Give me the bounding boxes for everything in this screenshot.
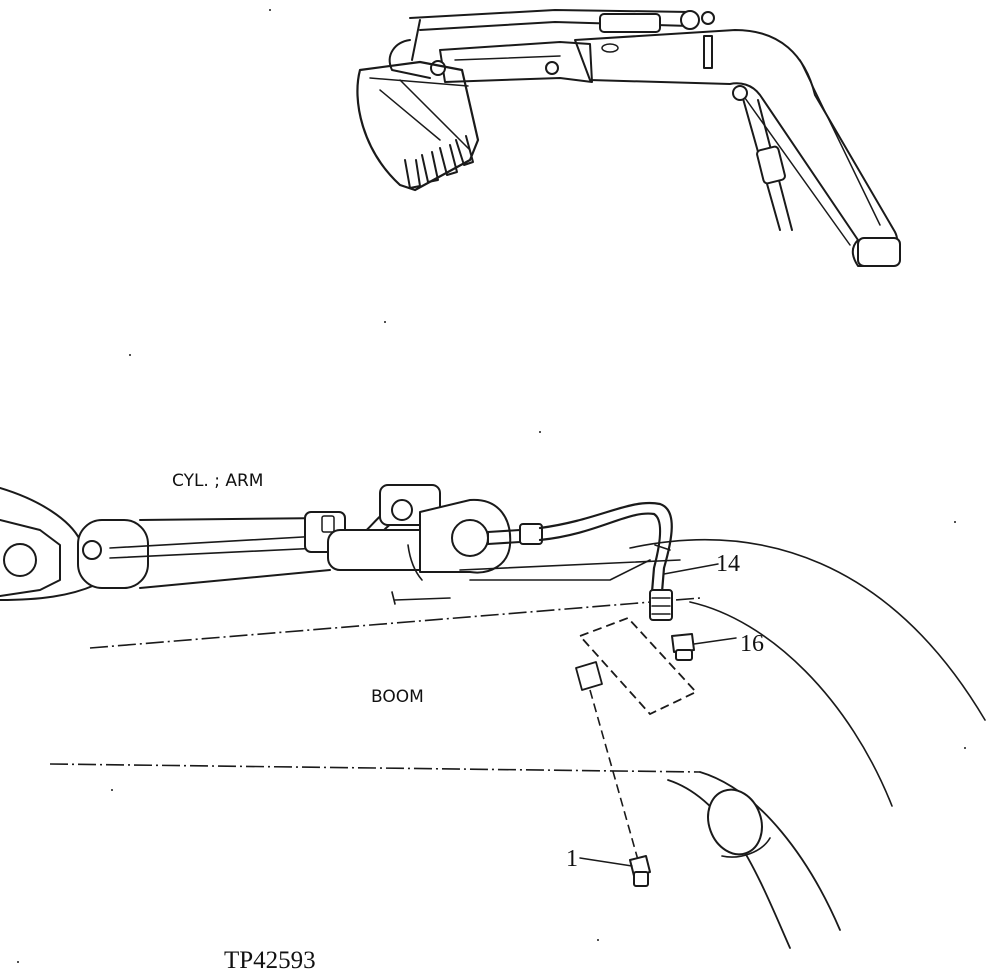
callout-16: 16 xyxy=(740,631,764,657)
callout-14: 14 xyxy=(716,551,740,577)
detail-view xyxy=(0,484,986,949)
excavator-overview xyxy=(356,9,901,267)
label-boom: BOOM xyxy=(371,687,424,707)
label-cylinder-arm: CYL. ; ARM xyxy=(172,471,263,491)
fitting-16 xyxy=(671,633,695,661)
grease-fitting-1 xyxy=(629,855,651,887)
scan-specks xyxy=(17,9,966,963)
callout-1: 1 xyxy=(566,846,578,872)
figure-reference-code: TP42593 xyxy=(224,947,316,972)
